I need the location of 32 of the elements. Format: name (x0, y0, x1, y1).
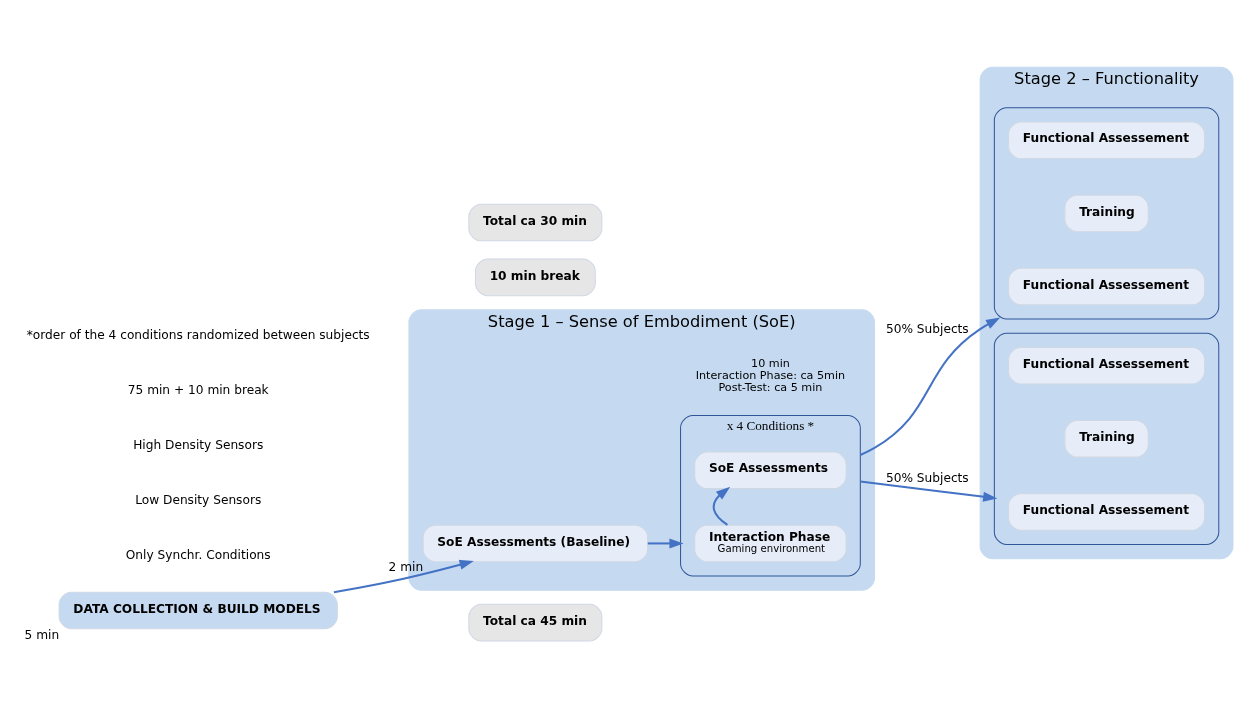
node-box: SoE Assessments (Baseline) (422, 524, 649, 563)
node-box: Total ca 30 min (468, 203, 603, 242)
node-box: DATA COLLECTION & BUILD MODELS (58, 591, 338, 630)
label: 75 min + 10 min break (127, 383, 269, 398)
node-box: 10 min break (474, 258, 596, 297)
edge-label: 50% Subjects (885, 471, 969, 486)
arrow (647, 538, 684, 549)
arrow (860, 480, 998, 502)
arrow (333, 559, 474, 594)
label: Low Density Sensors (135, 492, 262, 507)
node-label: 10 min (751, 356, 790, 370)
label: High Density Sensors (133, 438, 264, 453)
cluster (993, 107, 1220, 320)
node-label: Post-Test: ca 5 min (718, 380, 823, 394)
node-box: Training (1064, 194, 1149, 233)
arrow (712, 486, 731, 526)
node-box: Functional Assessement (1008, 346, 1206, 385)
node-label: Interaction Phase: ca 5min (695, 368, 846, 382)
node-box: Total ca 45 min (468, 603, 603, 642)
node-box: Functional Assessement (1008, 267, 1206, 306)
edge-label: 50% Subjects (885, 321, 969, 336)
label: Only Synchr. Conditions (125, 547, 271, 562)
label: *order of the 4 conditions randomized between subjects (26, 328, 370, 343)
node-box: SoE Assessments (694, 451, 847, 490)
arrow (859, 317, 1001, 456)
node-box: Interaction Phase Gaming environment (694, 524, 847, 563)
cluster (993, 332, 1220, 545)
node-label: 2 min (388, 560, 424, 575)
node-box: Functional Assessement (1008, 121, 1206, 160)
node-label: 5 min (24, 627, 60, 642)
node-box: Functional Assessement (1008, 493, 1206, 531)
node-box: Training (1064, 420, 1149, 458)
